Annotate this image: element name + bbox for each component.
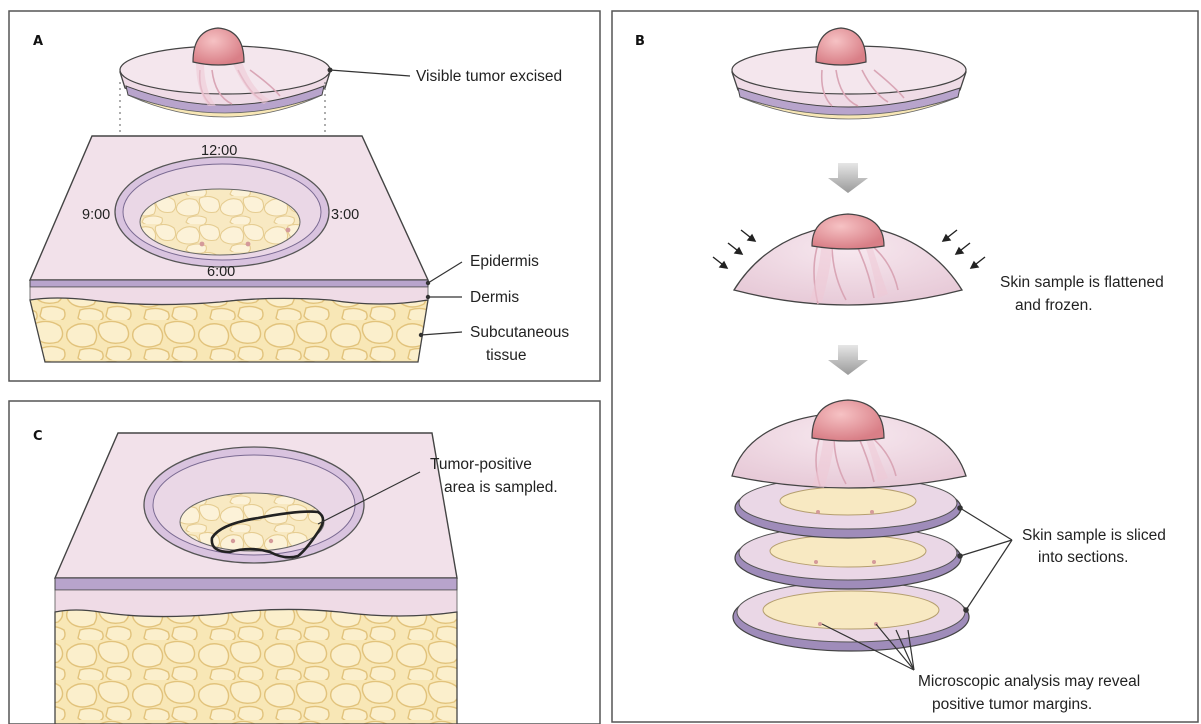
sampled-label-2: area is sampled. — [444, 479, 558, 496]
layer-label-subcutaneous-2: tissue — [486, 347, 527, 364]
micro-label-1: Microscopic analysis may reveal — [918, 673, 1140, 690]
sliced-label-1: Skin sample is sliced — [1022, 527, 1166, 544]
section-slice-3 — [733, 582, 969, 651]
sliced-label-2: into sections. — [1038, 549, 1128, 566]
excised-callout-label: Visible tumor excised — [416, 68, 562, 85]
clock-label-9: 9:00 — [82, 207, 110, 223]
panel-c-label: C — [33, 429, 43, 444]
panel-b-label: B — [635, 34, 645, 49]
skin-block-a — [30, 136, 428, 362]
flatten-label-2: and frozen. — [1015, 297, 1093, 314]
layer-label-epidermis: Epidermis — [470, 253, 539, 270]
layer-label-dermis: Dermis — [470, 289, 519, 306]
panel-a-label: A — [33, 34, 43, 49]
flatten-label-1: Skin sample is flattened — [1000, 274, 1164, 291]
sampled-label-1: Tumor-positive — [430, 456, 532, 473]
skin-block-c — [55, 433, 457, 724]
sliced-sections-stack — [732, 400, 969, 651]
layer-label-subcutaneous-1: Subcutaneous — [470, 324, 569, 341]
micro-label-2: positive tumor margins. — [932, 696, 1092, 713]
clock-label-12: 12:00 — [201, 143, 237, 159]
clock-label-6: 6:00 — [207, 264, 235, 280]
clock-label-3: 3:00 — [331, 207, 359, 223]
